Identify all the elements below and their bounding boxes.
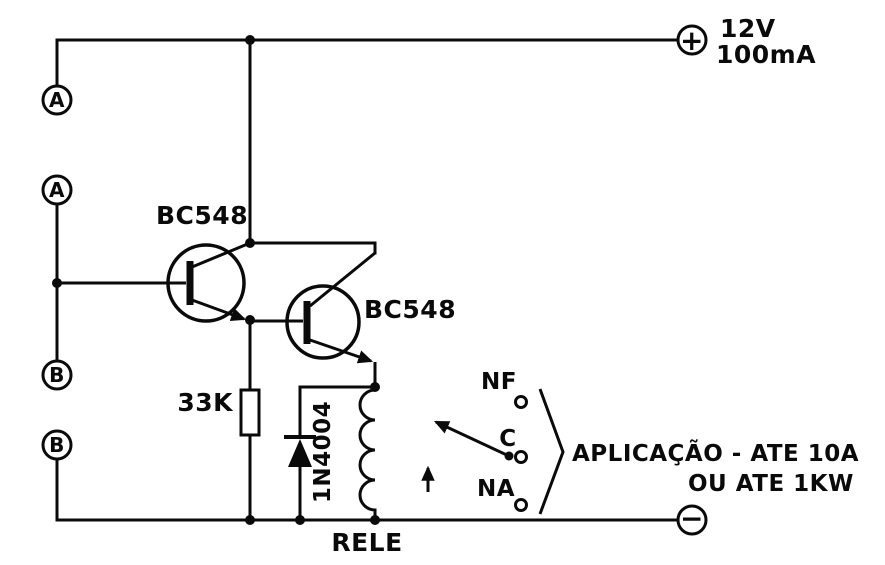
application-brace	[538, 388, 565, 515]
plus-terminal-circle	[676, 24, 708, 56]
positive-rail-wire	[55, 35, 680, 45]
negative-supply-terminal: −	[676, 502, 708, 536]
transistor-bc548-2	[250, 251, 377, 385]
contact-c-terminal	[514, 450, 528, 464]
collector-supply-wire	[245, 38, 377, 255]
application-note-line1: APLICAÇÃO - ATE 10A	[572, 439, 859, 467]
sensor-column-wire	[52, 202, 170, 363]
terminal-label: A	[49, 178, 65, 202]
contact-nf-terminal	[514, 395, 528, 409]
terminal-b1: B	[41, 359, 73, 391]
collector-lead	[309, 251, 376, 308]
contact-na-label: NA	[477, 476, 515, 502]
minus-icon: −	[680, 502, 704, 535]
transistor-bc548-1	[166, 241, 251, 323]
plus-icon: +	[680, 24, 704, 57]
terminal-a1: A	[41, 38, 73, 116]
contact-na-terminal	[514, 498, 528, 512]
terminal-circle	[41, 359, 73, 391]
blade-pivot-dot	[504, 451, 514, 461]
application-note-line2: OU ATE 1KW	[688, 471, 854, 497]
resistor-body	[239, 388, 261, 437]
terminal-label: B	[49, 433, 65, 457]
transistor1-label: BC548	[156, 201, 248, 230]
emitter-lead	[191, 298, 247, 321]
positive-supply-terminal: +	[676, 24, 708, 57]
relay-coil	[358, 382, 380, 520]
relay-contacts	[421, 395, 528, 512]
contact-nf-label: NF	[481, 369, 517, 395]
minus-terminal-circle	[676, 504, 708, 536]
diode-label: 1N4004	[310, 401, 336, 503]
supply-current-label: 100mA	[716, 40, 816, 69]
contact-blade	[433, 420, 510, 458]
negative-rail-wire	[55, 515, 678, 525]
supply-voltage-label: 12V	[720, 14, 776, 43]
diode-triangle	[288, 439, 312, 467]
emitter-lead	[309, 338, 374, 364]
resistor-label: 33K	[177, 388, 234, 417]
relay-label: RELE	[331, 528, 402, 557]
coil-windings	[358, 388, 377, 520]
terminal-label: B	[49, 363, 65, 387]
terminal-label: A	[49, 88, 65, 112]
terminal-b2: B	[41, 429, 73, 522]
contact-c-label: C	[499, 426, 516, 452]
transistor-base-bar	[303, 301, 311, 344]
resistor-33k	[239, 318, 261, 522]
terminal-a2: A	[41, 174, 73, 206]
collector-lead	[191, 241, 251, 269]
transistor-base-bar	[186, 261, 194, 305]
transistor2-label: BC548	[364, 295, 456, 324]
diode-1n4004	[284, 385, 377, 522]
terminal-circle	[41, 84, 73, 116]
